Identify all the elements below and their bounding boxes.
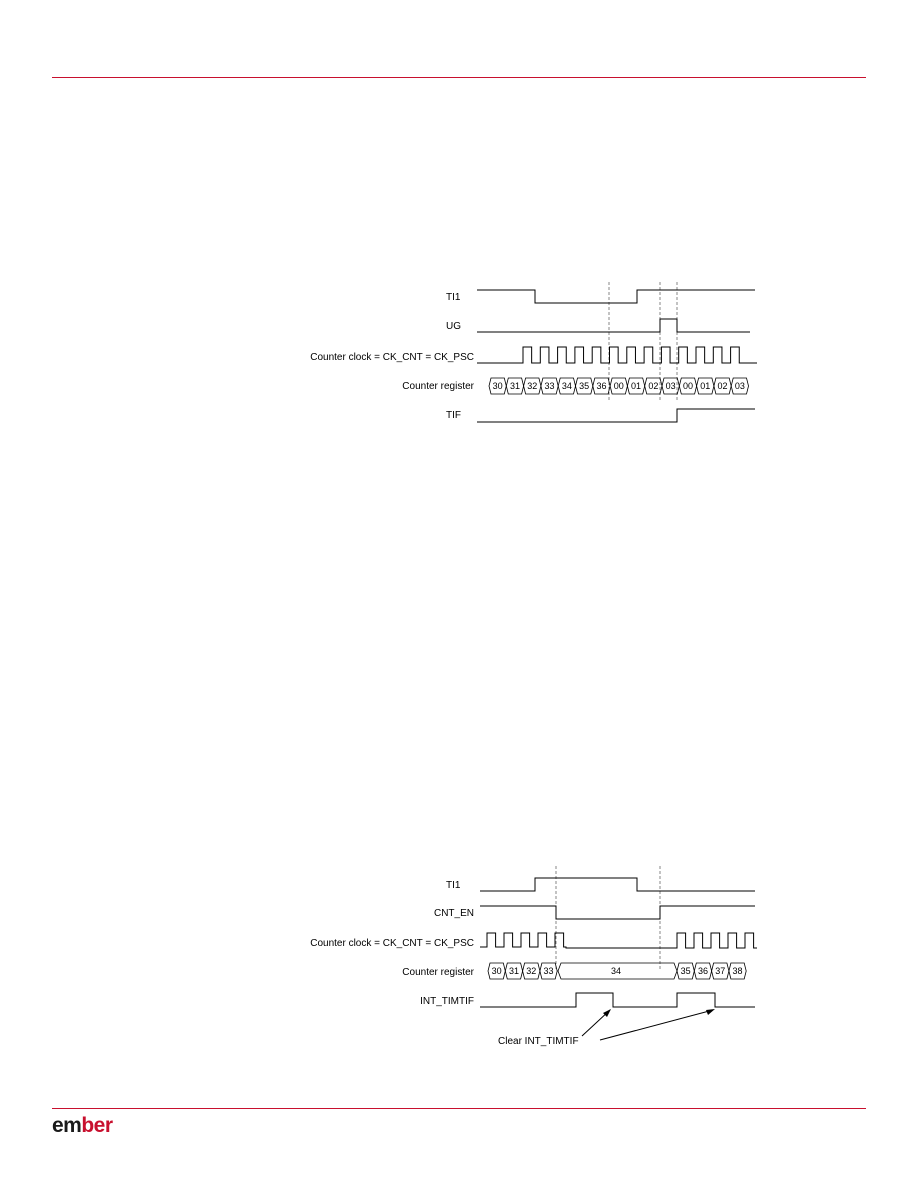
counter-cell: 30	[488, 377, 507, 395]
counter-value: 38	[733, 966, 743, 976]
waveform-cnt-en	[480, 905, 755, 920]
annotation-clear-int-timtif: Clear INT_TIMTIF	[498, 1036, 579, 1047]
counter-cell: 02	[713, 377, 732, 395]
signal-label-counter: Counter register	[402, 967, 474, 978]
counter-value: 35	[579, 381, 589, 391]
counter-value: 01	[631, 381, 641, 391]
annotation-arrow	[599, 1009, 714, 1041]
counter-cell: 31	[505, 377, 525, 395]
header-rule	[52, 77, 866, 78]
counter-cell: 37	[711, 962, 730, 980]
signal-label-clock: Counter clock = CK_CNT = CK_PSC	[310, 352, 474, 363]
signal-label-cnt-en: CNT_EN	[434, 908, 474, 919]
signal-label-ti1: TI1	[446, 292, 461, 303]
signal-label-ug: UG	[446, 321, 461, 332]
counter-value: 36	[698, 966, 708, 976]
counter-value: 34	[611, 966, 621, 976]
waveform-ug	[477, 318, 750, 333]
counter-cell: 38	[728, 962, 747, 980]
timing-diagram-update-event: TI1 UG Counter clock = CK_CNT = CK_PSC C…	[310, 282, 757, 423]
waveform-ti1	[480, 877, 755, 892]
counter-cell: 02	[644, 377, 663, 395]
counter-value: 03	[735, 381, 745, 391]
waveform-ti1	[477, 289, 755, 304]
counter-cell: 00	[678, 377, 698, 395]
counter-value: 36	[596, 381, 606, 391]
counter-cell: 33	[539, 962, 558, 980]
waveform-int-timtif	[480, 992, 755, 1008]
counter-register-bus: 30 31 32 33 34 35 36 37 38	[487, 962, 747, 980]
counter-cell: 32	[523, 377, 542, 395]
counter-value: 33	[544, 966, 554, 976]
counter-value: 31	[509, 966, 519, 976]
arrow-head	[706, 1009, 715, 1015]
counter-value: 31	[510, 381, 520, 391]
counter-value: 35	[681, 966, 691, 976]
counter-cell: 33	[540, 377, 559, 395]
counter-value: 32	[526, 966, 536, 976]
counter-value: 03	[666, 381, 676, 391]
counter-cell: 36	[693, 962, 713, 980]
arrow-head	[603, 1009, 611, 1017]
counter-cell: 03	[661, 377, 680, 395]
counter-value: 02	[718, 381, 728, 391]
counter-value: 30	[493, 381, 503, 391]
counter-value: 00	[683, 381, 693, 391]
counter-value: 37	[715, 966, 725, 976]
footer-rule	[52, 1108, 866, 1109]
waveform-tif	[477, 408, 755, 423]
counter-value: 01	[700, 381, 710, 391]
counter-cell: 36	[592, 377, 611, 395]
counter-value: 33	[545, 381, 555, 391]
waveform-clock	[480, 932, 757, 949]
counter-cell: 35	[676, 962, 695, 980]
counter-register-bus: 30 31 32 33 34 35 36 00 01 02 03 00 01 02 03	[488, 377, 749, 395]
signal-label-int-timtif: INT_TIMTIF	[420, 996, 474, 1007]
counter-value: 00	[614, 381, 624, 391]
timing-diagram-counter-enable: TI1 CNT_EN Counter clock = CK_CNT = CK_P…	[310, 866, 757, 1047]
signal-label-counter: Counter register	[402, 381, 474, 392]
counter-cell: 31	[504, 962, 524, 980]
waveform-clock	[477, 346, 757, 364]
counter-cell: 32	[522, 962, 541, 980]
counter-cell: 01	[626, 377, 646, 395]
ember-logo: ember	[52, 1114, 113, 1137]
dashed-guides	[555, 866, 661, 970]
signal-label-tif: TIF	[446, 410, 461, 421]
counter-cell: 35	[575, 377, 594, 395]
counter-cell-hold: 34	[557, 962, 678, 980]
signal-label-ti1: TI1	[446, 880, 461, 891]
counter-value: 34	[562, 381, 572, 391]
counter-value: 30	[492, 966, 502, 976]
counter-value: 02	[648, 381, 658, 391]
counter-value: 32	[527, 381, 537, 391]
counter-cell: 34	[557, 377, 576, 395]
counter-cell: 01	[696, 377, 715, 395]
counter-cell: 03	[730, 377, 749, 395]
signal-label-clock: Counter clock = CK_CNT = CK_PSC	[310, 938, 474, 949]
counter-cell: 30	[487, 962, 506, 980]
counter-cell: 00	[609, 377, 628, 395]
